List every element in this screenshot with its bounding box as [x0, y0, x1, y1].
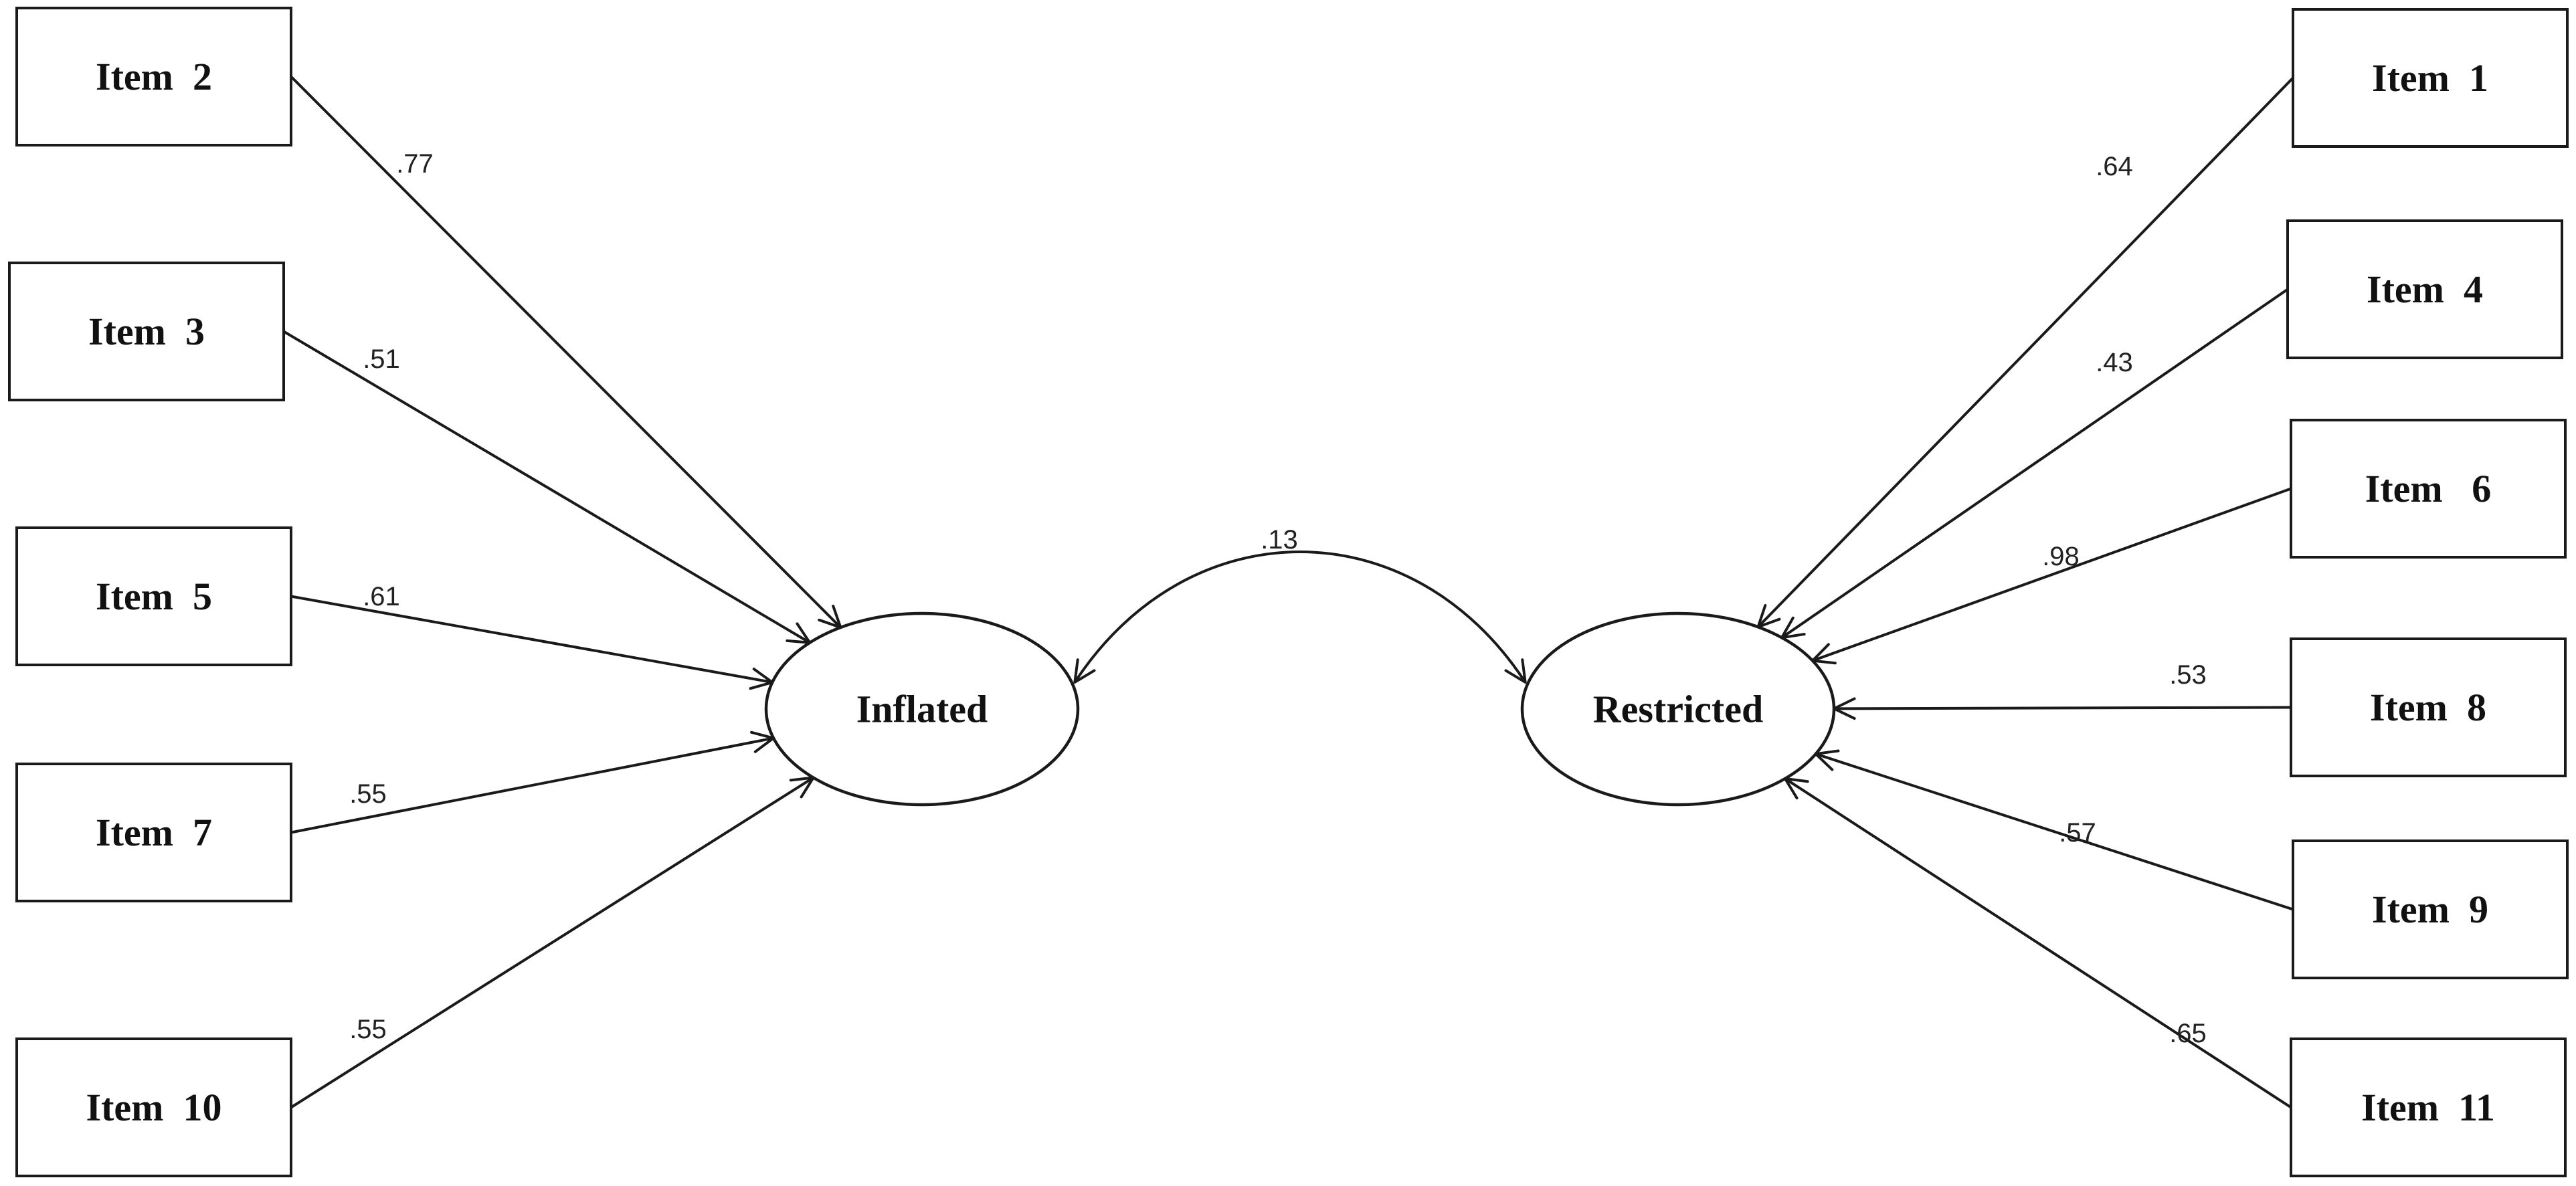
item-label-item4: Item 4: [2367, 268, 2483, 311]
item-box-item10: [15, 1037, 292, 1177]
item-box-item9: [2292, 839, 2569, 979]
item-label-item3: Item 3: [88, 310, 205, 353]
loading-value-item2: .77: [396, 149, 434, 179]
item-box-item6: [2290, 419, 2567, 559]
item-box-item4: [2286, 219, 2563, 359]
factor-label-inflated: Inflated: [856, 688, 988, 731]
item-label-item9: Item 9: [2372, 888, 2488, 931]
item-box-item8: [2290, 637, 2567, 777]
item-box-item5: [15, 526, 292, 666]
loading-path-item10: [290, 776, 814, 1109]
loading-path-item6: [1812, 487, 2292, 662]
item-box-item3: [8, 262, 285, 401]
loading-value-item1: .64: [2096, 152, 2133, 181]
item-label-item1: Item 1: [2372, 56, 2488, 100]
loading-value-item9: .57: [2059, 818, 2096, 848]
item-box-item7: [15, 763, 292, 902]
loading-path-item8: [1833, 706, 2292, 710]
item-label-item7: Item 7: [96, 811, 212, 854]
loading-value-item6: .98: [2042, 542, 2080, 571]
factor-ellipse-inflated: [764, 611, 1080, 807]
loading-value-item4: .43: [2096, 348, 2133, 377]
item-box-item2: [15, 7, 292, 146]
loading-value-item3: .51: [363, 344, 400, 374]
loading-value-item8: .53: [2169, 660, 2207, 690]
item-label-item8: Item 8: [2370, 686, 2486, 729]
correlation-curve: [1073, 551, 1527, 684]
factor-ellipse-restricted: [1520, 611, 1836, 807]
item-box-item11: [2290, 1037, 2567, 1177]
item-label-item2: Item 2: [96, 55, 212, 98]
correlation-arrowhead-right: [1504, 658, 1527, 684]
factor-label-restricted: Restricted: [1593, 688, 1763, 731]
item-label-item10: Item 10: [86, 1086, 222, 1129]
loading-path-item5: [290, 595, 773, 684]
item-label-item5: Item 5: [96, 575, 212, 618]
arrowhead-item3: [786, 622, 812, 644]
item-box-item1: [2292, 8, 2569, 148]
loading-path-item2: [290, 76, 842, 629]
item-label-item11: Item 11: [2361, 1086, 2495, 1129]
loading-value-item5: .61: [363, 582, 400, 611]
loading-value-item7: .55: [349, 779, 387, 809]
loading-value-item10: .55: [349, 1015, 387, 1044]
item-label-item6: Item 6: [2365, 467, 2491, 510]
loading-path-item1: [1757, 77, 2294, 628]
loading-path-item11: [1784, 777, 2292, 1109]
correlation-value: .13: [1261, 525, 1298, 555]
loading-value-item11: .65: [2169, 1019, 2207, 1048]
loading-path-item3: [282, 330, 811, 644]
loading-path-item9: [1815, 753, 2294, 911]
loading-path-item7: [290, 736, 774, 834]
correlation-arrowhead-left: [1073, 658, 1096, 684]
loading-path-item4: [1780, 288, 2289, 639]
